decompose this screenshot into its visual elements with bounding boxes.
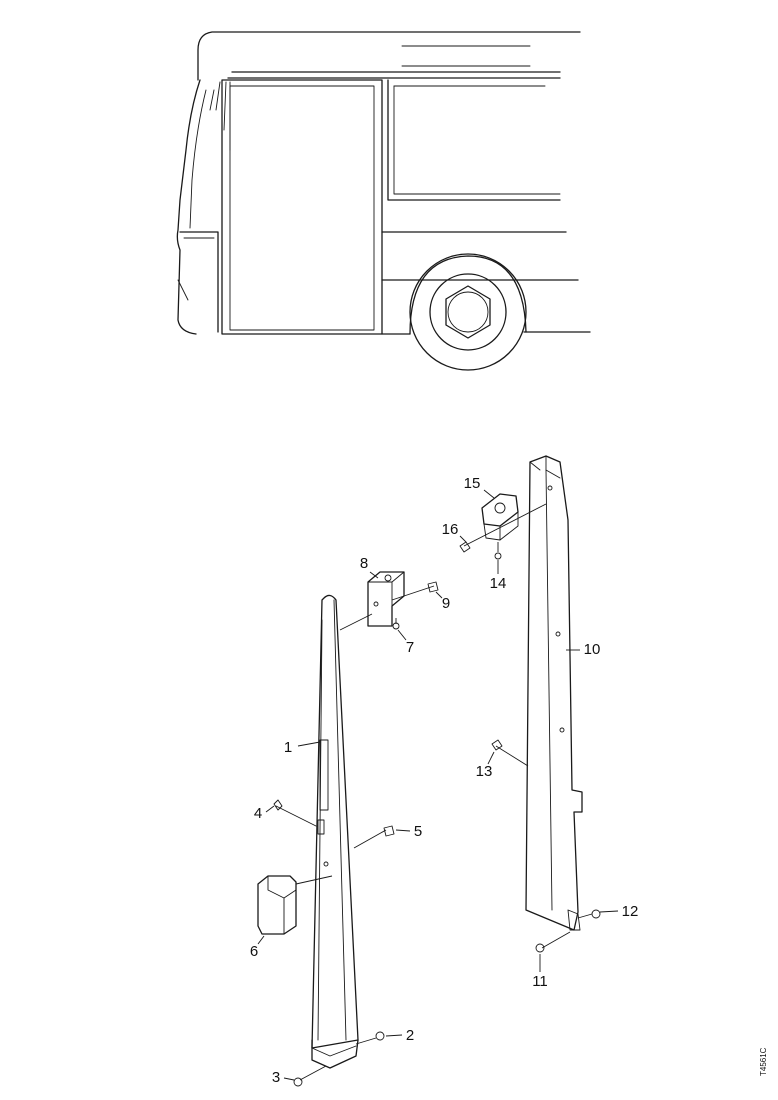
callout-10: 10 — [584, 641, 601, 658]
callout-14: 14 — [490, 575, 507, 592]
right-pillar-assembly — [459, 455, 601, 953]
callout-labels: 1 2 3 4 5 6 7 8 9 10 11 12 13 14 15 16 — [250, 475, 639, 1086]
callout-3: 3 — [272, 1069, 280, 1086]
callout-11: 11 — [532, 973, 548, 990]
callout-2: 2 — [406, 1027, 414, 1044]
bus-illustration — [176, 31, 591, 371]
left-pillar-assembly — [257, 571, 439, 1087]
callout-1: 1 — [284, 739, 292, 756]
callout-12: 12 — [622, 903, 639, 920]
callout-6: 6 — [250, 943, 258, 960]
drawing-code: T4561C — [759, 1047, 768, 1076]
callout-4: 4 — [254, 805, 262, 822]
callout-13: 13 — [476, 763, 493, 780]
callout-8: 8 — [360, 555, 368, 572]
callout-7: 7 — [406, 639, 414, 656]
callout-9: 9 — [442, 595, 450, 612]
callout-5: 5 — [414, 823, 422, 840]
callout-16: 16 — [442, 521, 459, 538]
callout-15: 15 — [464, 475, 481, 492]
